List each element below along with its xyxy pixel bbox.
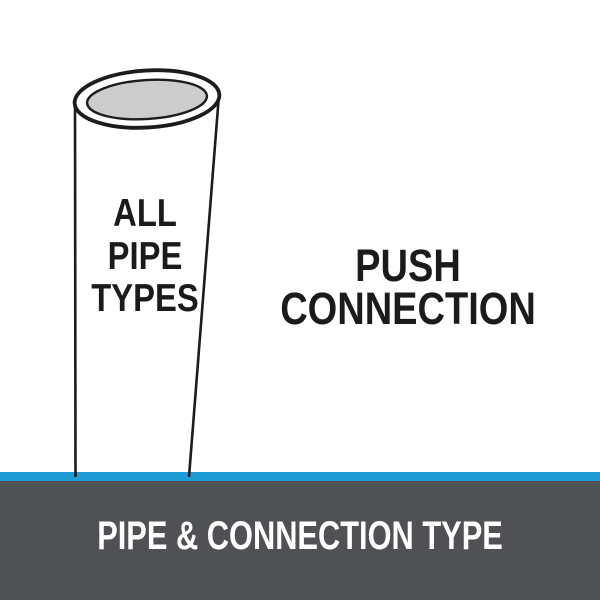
connection-type-label-line2: CONNECTION <box>280 282 536 334</box>
footer-title: PIPE & CONNECTION TYPE <box>97 514 503 558</box>
pipe-opening <box>85 78 209 121</box>
pipe-left-wall <box>73 101 77 478</box>
footer-bar <box>0 481 600 600</box>
divider-line <box>0 472 600 481</box>
connection-type-label-line1: PUSH <box>355 240 461 291</box>
pipe-right-wall <box>187 96 221 478</box>
connection-type-label: PUSH CONNECTION <box>197 240 600 334</box>
pipe-type-label-line1: ALL <box>113 192 177 235</box>
pipe-type-label-line2: PIPE <box>107 234 183 278</box>
pipe-type-label-line3: TYPES <box>91 277 199 320</box>
pipe-type-label: ALL PIPE TYPES <box>23 192 267 321</box>
